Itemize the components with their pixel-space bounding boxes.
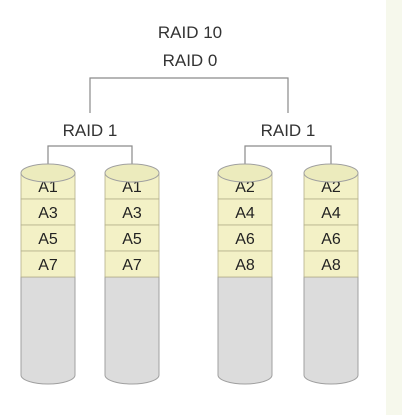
disk-top-cap [104, 163, 160, 183]
block-label: A1 [38, 179, 58, 196]
block-label: A8 [321, 257, 341, 274]
disk-block [104, 250, 160, 278]
side-strip [386, 0, 402, 415]
disk-body [104, 276, 160, 385]
block-label: A8 [235, 257, 255, 274]
block-label: A4 [321, 205, 341, 222]
connector-raid1-right [244, 145, 332, 165]
block-label: A2 [321, 179, 341, 196]
block-label: A7 [38, 257, 58, 274]
block-label: A6 [321, 231, 341, 248]
disk-top-cap [303, 163, 359, 183]
raid0-title: RAID 0 [163, 51, 218, 70]
block-label: A4 [235, 205, 255, 222]
disk-body [20, 276, 76, 385]
diagram-canvas: RAID 10 RAID 0 RAID 1 RAID 1 A1A3A5A7A1A… [20, 23, 359, 385]
disk-top-cap [20, 163, 76, 183]
block-label: A3 [122, 205, 142, 222]
block-label: A5 [122, 231, 142, 248]
disk-block [303, 250, 359, 278]
disk-block [104, 198, 160, 226]
raid10-title: RAID 10 [158, 23, 222, 42]
block-label: A3 [38, 205, 58, 222]
block-label: A5 [38, 231, 58, 248]
block-label: A6 [235, 231, 255, 248]
disk-top-cap [217, 163, 273, 183]
block-label: A1 [122, 179, 142, 196]
disk-block [217, 224, 273, 252]
group-label-left: RAID 1 [63, 121, 118, 140]
connector-lines [47, 77, 332, 165]
disk-body [303, 276, 359, 385]
disk-body [217, 276, 273, 385]
block-label: A2 [235, 179, 255, 196]
disk-block [217, 250, 273, 278]
block-label: A7 [122, 257, 142, 274]
connector-raid1-left [47, 145, 133, 165]
disk-block [20, 250, 76, 278]
disk-block [20, 198, 76, 226]
group-label-right: RAID 1 [261, 121, 316, 140]
connector-raid0 [89, 77, 289, 113]
disk-block [217, 198, 273, 226]
